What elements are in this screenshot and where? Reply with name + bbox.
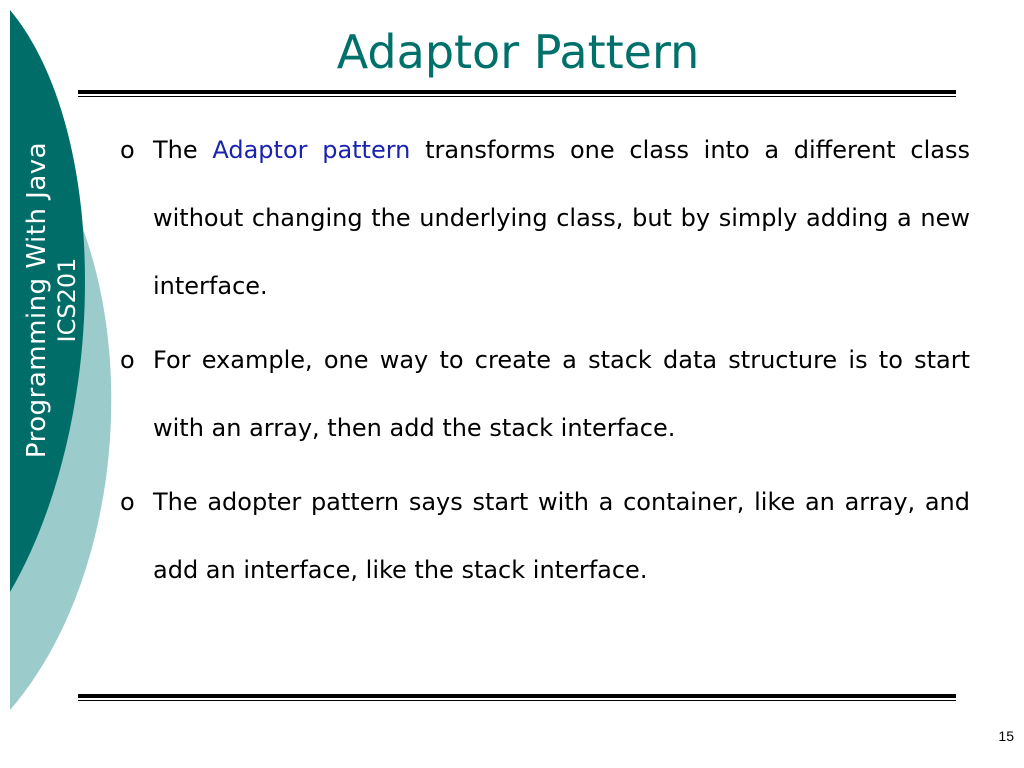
bullet-item: o For example, one way to create a stack…: [120, 326, 970, 462]
bottom-divider: [78, 694, 956, 701]
top-divider: [78, 90, 956, 97]
page-number: 15: [998, 728, 1014, 744]
slide-content: o The Adaptor pattern transforms one cla…: [120, 116, 970, 610]
bullet-text: The adopter pattern says start with a co…: [153, 488, 970, 584]
bullet-marker: o: [120, 488, 135, 516]
bullet-text-start: The: [153, 136, 213, 164]
slide-title: Adaptor Pattern: [336, 25, 700, 79]
bullet-text: The Adaptor pattern transforms one class…: [153, 116, 970, 320]
course-title: Programming With Java: [22, 141, 52, 459]
sidebar-dark-shape: [10, 10, 85, 592]
sidebar-course-label: Programming With Java ICS201: [22, 142, 82, 458]
bullet-text: For example, one way to create a stack d…: [153, 346, 970, 442]
highlighted-term: Adaptor pattern: [212, 136, 411, 164]
bullet-item: o The adopter pattern says start with a …: [120, 468, 970, 604]
bullet-item: o The Adaptor pattern transforms one cla…: [120, 116, 970, 320]
bullet-marker: o: [120, 346, 135, 374]
sidebar-decoration: [10, 10, 112, 710]
bullet-marker: o: [120, 136, 135, 164]
bullet-text-end: transforms one class into a different cl…: [153, 136, 971, 300]
course-code: ICS201: [53, 257, 81, 343]
